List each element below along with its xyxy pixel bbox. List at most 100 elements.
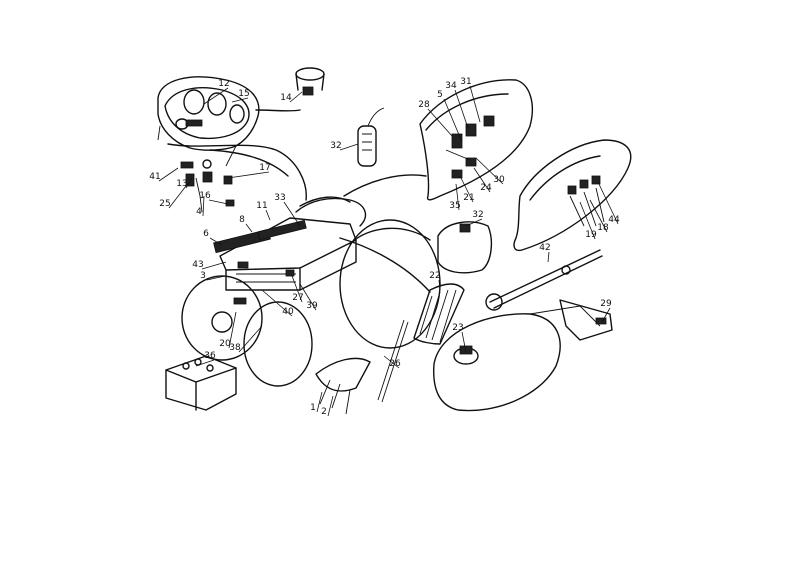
leader-line-c17 [227,171,270,179]
leader-line-c27 [291,275,303,303]
callout-c8: 8 [239,215,245,225]
callout-c4: 4 [196,207,202,217]
leader-line-c16 [208,199,229,205]
hood-shroud [167,143,307,201]
callout-c1: 1 [310,403,316,413]
callout-c15: 15 [238,89,249,99]
callout-c25: 25 [159,199,170,209]
leader-line-c12 [203,87,229,105]
leader-line-c35 [455,183,460,211]
callout-c27: 27 [292,293,303,303]
callout-c13: 13 [176,179,187,189]
leader-line-c19 [579,201,596,240]
fender-strip [413,283,465,345]
leader-line-c28 [427,108,453,137]
callout-c29: 29 [600,299,612,309]
leader-line-c22 [438,279,441,291]
leader-line-c8 [245,223,253,233]
callout-c19: 19 [585,230,597,240]
callout-c28: 28 [418,100,430,110]
callout-c5: 5 [437,90,443,100]
leader-line-c44 [597,181,619,225]
fender-right [513,139,632,252]
callout-c34: 34 [445,81,457,91]
callout-c11: 11 [256,201,267,211]
leader-line-c26 [383,355,400,369]
callout-c32b: 32 [472,210,483,220]
callout-c39: 39 [306,301,318,311]
leader-line-c6 [209,237,223,246]
callout-c35: 35 [449,201,460,211]
callout-c21: 21 [463,193,474,203]
callout-c23: 23 [452,323,463,333]
leader-line-c33 [283,201,301,227]
callout-c18: 18 [597,223,609,233]
leader-line-c31 [469,85,481,123]
engine-block [213,197,367,305]
callout-c17: 17 [259,163,270,173]
leader-line-c21 [459,175,474,203]
leader-line-c38 [238,325,263,353]
leader-line-c25 [168,185,187,209]
rear-wheel [339,219,441,349]
callout-c43: 43 [192,260,203,270]
leader-line-c36 [195,359,215,367]
leader-line-c5 [443,98,463,143]
leader-line-c42 [547,251,550,263]
front-wheels [181,275,313,387]
leader-line-c41 [158,167,179,182]
callout-c40: 40 [282,307,294,317]
seat-housing [437,221,493,274]
callout-c2: 2 [321,407,327,417]
leader-line-c30 [475,157,504,185]
drive-shaft [485,249,603,311]
callout-c22: 22 [429,271,440,281]
callout-c12: 12 [218,79,229,89]
callout-c41: 41 [149,172,160,182]
leader-line-c2 [327,395,334,417]
callout-c36: 36 [204,351,216,361]
fender-left [419,79,534,201]
leader-line-c20 [228,311,237,349]
leader-line-c1 [316,391,323,413]
callout-c42: 42 [539,243,550,253]
switch-cluster [180,159,235,213]
leader-line-c24 [473,167,491,193]
leader-line-c13 [185,177,193,189]
leader-line-c11 [265,209,271,221]
leader-line-c3 [206,275,226,281]
leader-line-c43 [201,261,227,270]
leader-line-c23 [461,331,467,353]
leader-line-c39 [299,283,317,311]
leader-line-c14 [289,91,303,103]
callout-c38: 38 [229,343,241,353]
callout-c20: 20 [219,339,231,349]
callout-c30: 30 [493,175,505,185]
callout-c16: 16 [199,191,211,201]
pedal-bracket [559,299,613,341]
callout-c14: 14 [280,93,292,103]
fuel-tank [433,305,601,412]
callout-c26: 26 [389,359,401,369]
lower-harness [315,319,409,415]
leader-line-c15 [231,97,249,103]
callout-c32a: 32 [330,141,341,151]
callout-c6: 6 [203,229,209,239]
leader-line-c34 [454,89,469,129]
leader-line-c32b [465,218,483,227]
callout-leaders [158,85,619,417]
leader-line-c18 [589,199,608,233]
cap-part [295,67,325,96]
leader-line-c4 [202,195,205,217]
callout-c44: 44 [608,215,620,225]
callout-c31: 31 [460,77,471,87]
leader-line-c29 [601,307,611,323]
callout-c24: 24 [480,183,492,193]
leader-line-c40 [261,289,293,317]
callout-c3: 3 [200,271,206,281]
coil-cylinder [357,107,385,167]
callout-c33: 33 [274,193,285,203]
